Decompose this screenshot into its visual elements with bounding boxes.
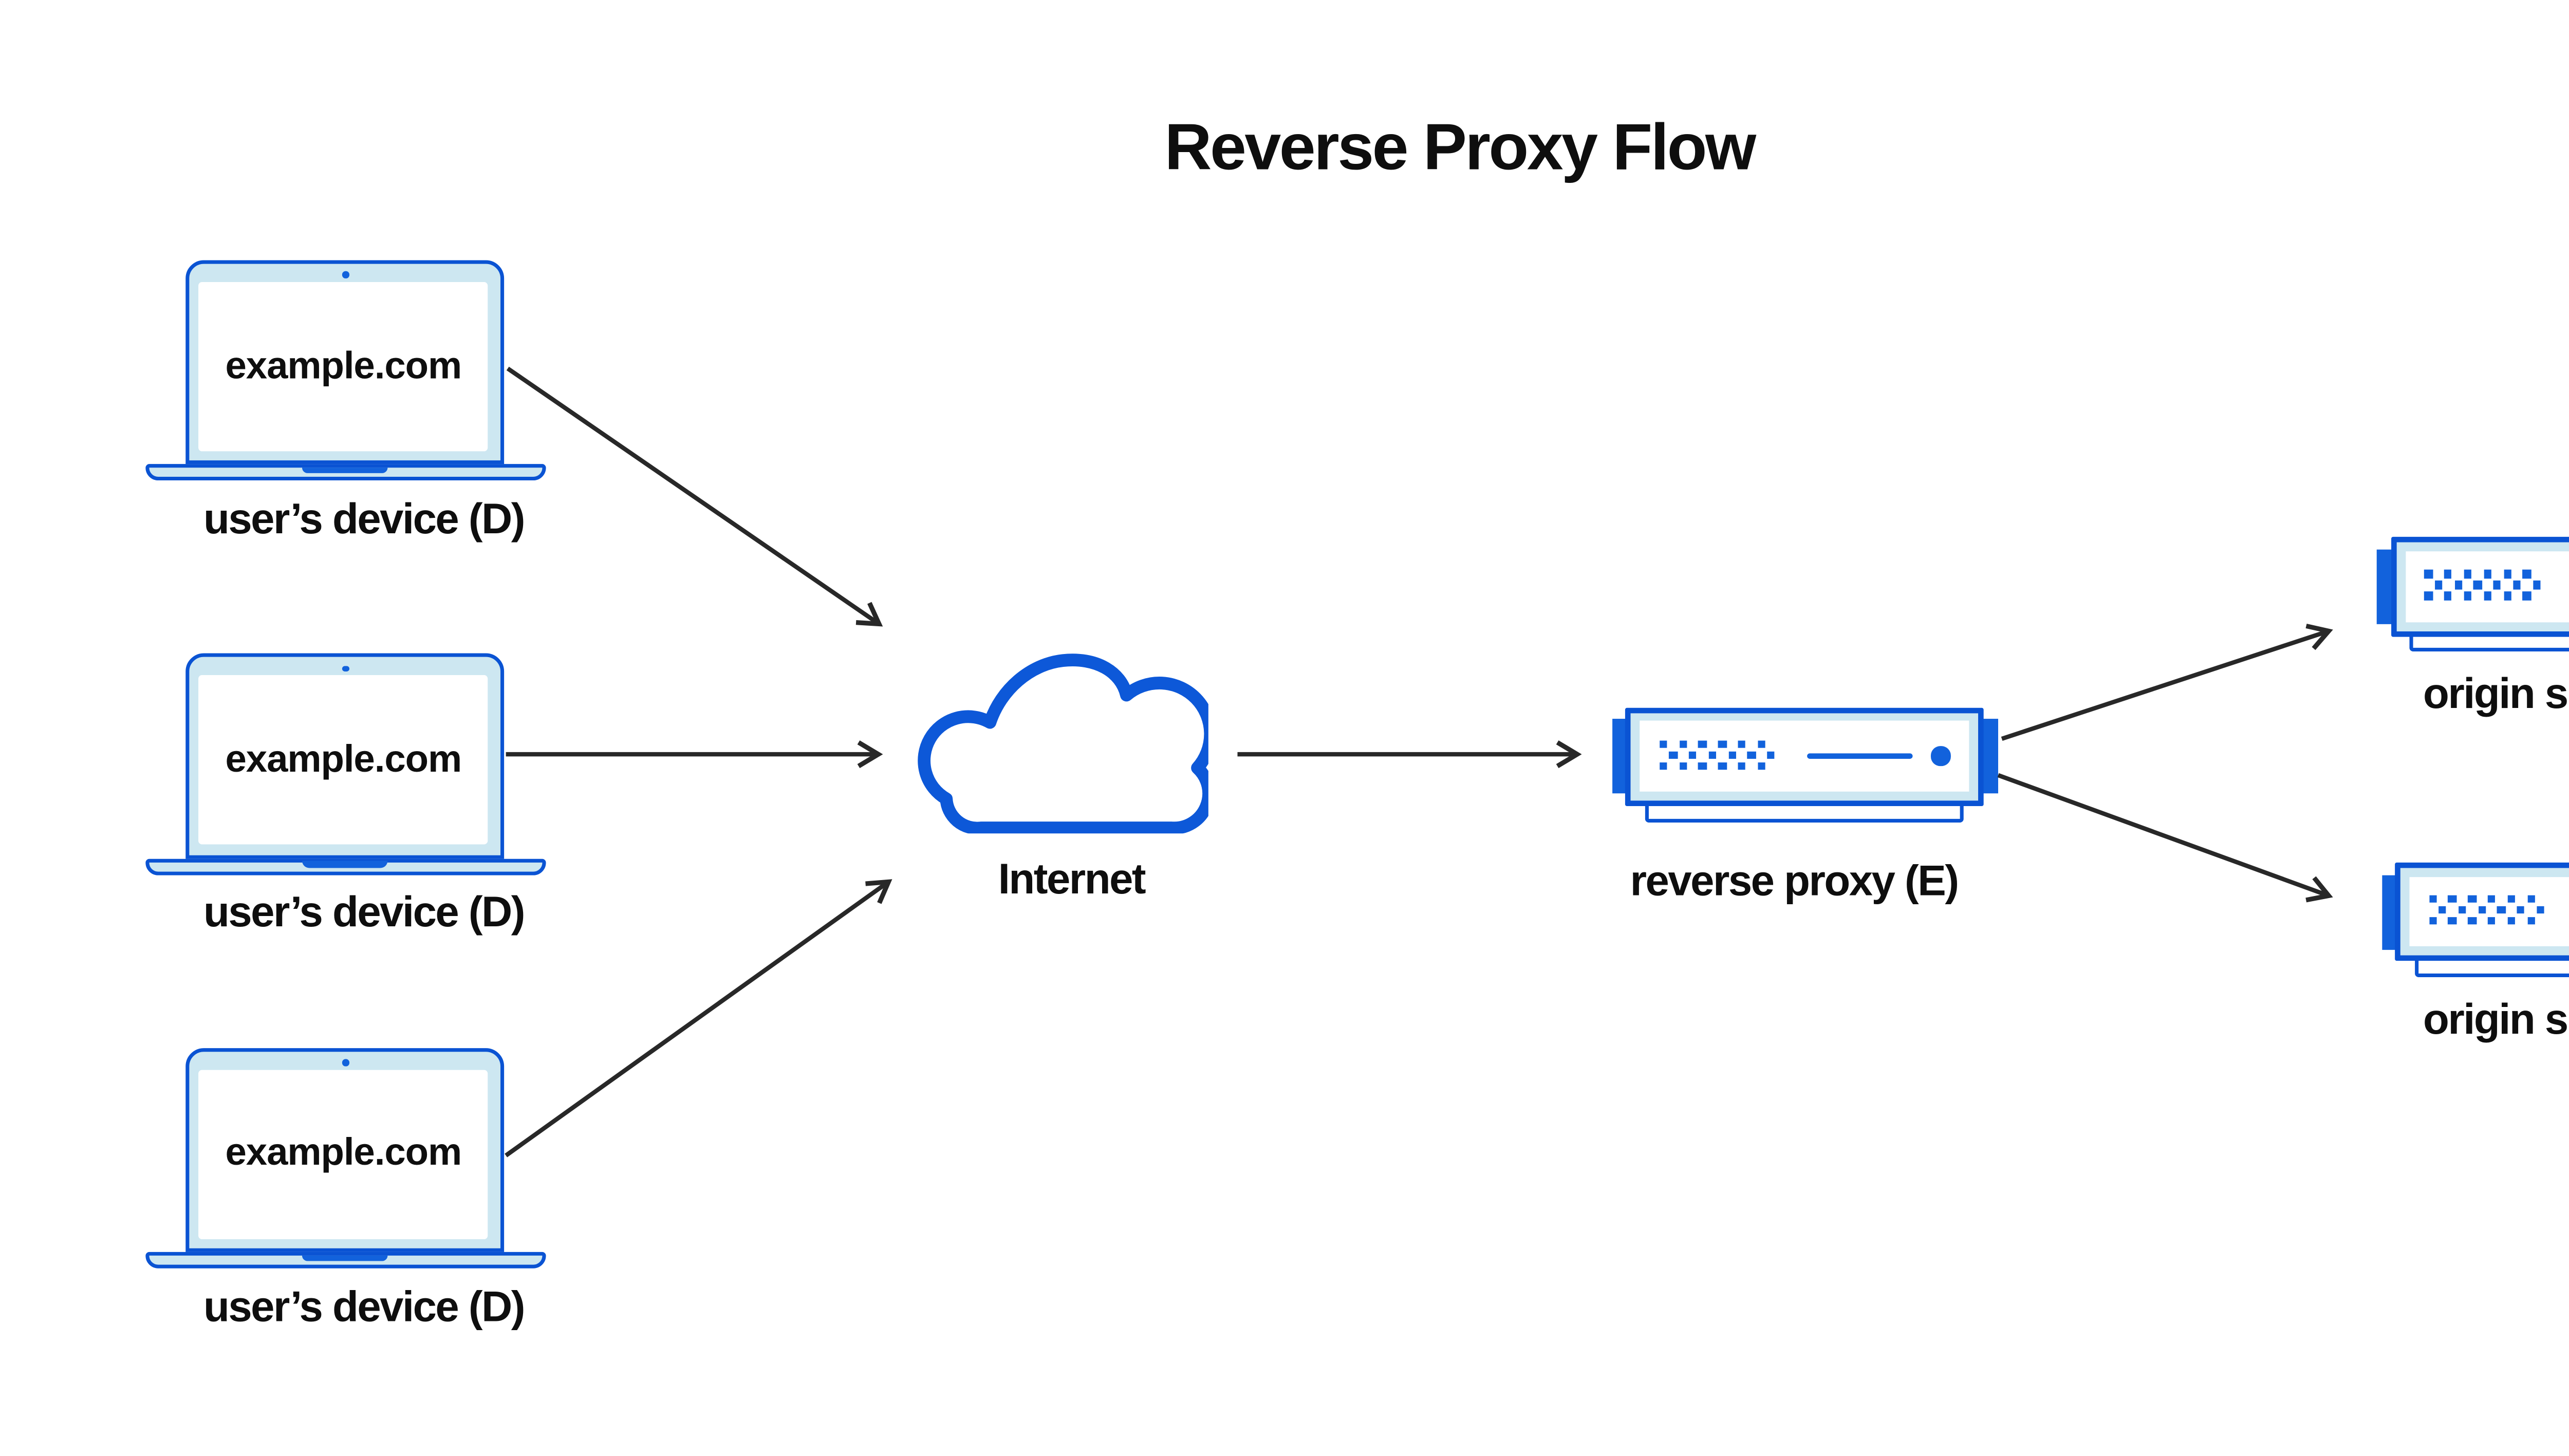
server-icon [2390,537,2569,637]
laptop-base [145,858,546,875]
user-device-node-3: example.com user’s device (D) [145,1047,546,1330]
arrow-proxy-to-origin2 [1997,773,2333,903]
device-label: user’s device (D) [203,888,526,936]
laptop-icon: example.com [185,654,504,858]
camera-dot-icon [342,272,349,279]
server-vent-dots-icon [2429,895,2556,928]
server-vent-dots-icon [2425,570,2552,603]
device-screen-url: example.com [225,345,462,387]
laptop-hinge-notch [302,468,388,474]
device-screen-url: example.com [225,738,462,781]
laptop-screen: example.com [198,1069,488,1239]
laptop-icon: example.com [185,1047,504,1252]
laptop-icon: example.com [185,260,504,465]
server-faceplate [1640,721,1969,792]
server-power-dot-icon [1931,746,1951,766]
laptop-base [145,1252,546,1268]
arrow-proxy-to-origin1 [2001,623,2333,741]
origin-server-node-1 [2377,537,2569,652]
reverse-proxy-label: reverse proxy (E) [1630,856,1959,904]
origin-server-node-2 [2381,862,2569,977]
user-device-node-1: example.com user’s device (D) [145,260,546,542]
laptop-hinge-notch [302,861,388,868]
diagram-title: Reverse Proxy Flow [1164,109,1756,184]
server-faceplate [2405,551,2569,622]
laptop-screen: example.com [198,282,488,452]
internet-cloud-icon [918,654,1208,834]
internet-label: Internet [998,855,1146,903]
server-icon [1625,707,1984,807]
device-label: user’s device (D) [203,1282,526,1330]
server-vent-dots-icon [1659,740,1787,772]
origin-server-label-2: origin server (F) [2423,995,2569,1042]
camera-dot-icon [342,665,349,673]
origin-server-label-1: origin server (F) [2423,670,2569,718]
server-faceplate [2410,876,2569,947]
server-slot-line-icon [1808,753,1913,760]
device-label: user’s device (D) [203,495,526,543]
camera-dot-icon [342,1059,349,1066]
laptop-base [145,464,546,481]
server-icon [2395,862,2569,962]
user-device-node-2: example.com user’s device (D) [145,654,546,936]
reverse-proxy-node [1612,707,1998,822]
laptop-hinge-notch [302,1255,388,1261]
device-screen-url: example.com [225,1132,462,1174]
laptop-screen: example.com [198,676,488,846]
